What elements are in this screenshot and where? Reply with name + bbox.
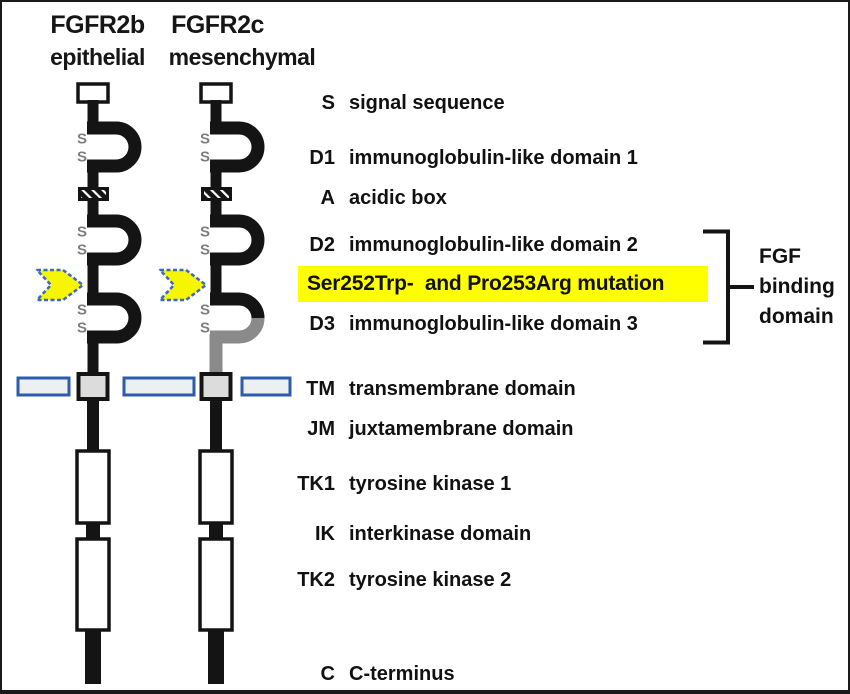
legend-abbr: JM [307,418,335,440]
legend-desc: immunoglobulin-like domain 2 [349,234,638,256]
d2-loop [210,214,265,266]
stem-segment [87,262,99,295]
stem-segment [210,170,222,189]
receptor-fgfr2c: S S S S [198,82,265,684]
legend-desc: tyrosine kinase 2 [349,569,512,591]
d3-loop [87,292,142,344]
column-title-fgfr2b: FGFR2b [50,11,145,39]
legend-desc: acidic box [349,187,447,209]
stem-segment [87,100,99,124]
d3-loop [210,292,265,344]
signal-sequence-box [76,82,110,104]
legend-desc: juxtamembrane domain [349,418,574,440]
stem-segment [87,334,99,378]
tk1-box [198,449,234,525]
fgf-binding-domain-label: FGF binding domain [759,242,835,332]
fgf-binding-bracket [703,229,754,345]
legend-abbr: A [320,187,335,209]
disulfide-label: S [77,320,87,337]
legend-desc: C-terminus [349,663,455,685]
membrane-segment [240,376,292,397]
legend-desc: immunoglobulin-like domain 3 [349,313,638,335]
legend-abbr: S [321,92,335,114]
tk2-box [75,537,111,632]
legend-desc: tyrosine kinase 1 [349,473,512,495]
c-terminus-tail [85,629,101,684]
legend-abbr: TM [306,378,335,400]
d1-loop [87,121,142,173]
stem-segment [210,100,222,124]
column-subtitle-epithelial: epithelial [50,44,145,70]
legend-abbr: C [320,663,335,685]
signal-sequence-box [199,82,233,104]
stem-segment [87,170,99,189]
stem-segment [210,199,222,216]
legend-abbr: D2 [309,234,335,256]
column-title-fgfr2c: FGFR2c [171,11,264,39]
legend-abbr: D1 [309,147,335,169]
fgf-label-line: binding [759,275,835,298]
disulfide-label: S [77,149,87,166]
legend-desc: transmembrane domain [349,378,576,400]
legend-desc: signal sequence [349,92,505,114]
disulfide-label: S [200,224,210,241]
legend-abbr: IK [315,523,335,545]
d1-loop [210,121,265,173]
receptor-fgfr2b: S S S S S [75,82,142,684]
jm-segment [210,399,222,452]
disulfide-label: S [77,131,87,148]
splice-arrow-icon [35,268,85,302]
legend-desc: immunoglobulin-like domain 1 [349,147,638,169]
membrane-segment [122,376,196,397]
stem-segment [210,262,222,295]
column-subtitle-mesenchymal: mesenchymal [168,44,316,70]
splice-arrow-icon [158,268,208,302]
legend-abbr: TK1 [297,473,335,495]
disulfide-label: S [200,320,210,337]
fgf-label-line: domain [759,305,834,328]
legend-abbr: TK2 [297,569,335,591]
jm-segment [87,399,99,452]
stem-segment [87,199,99,216]
tm-box [199,372,233,401]
disulfide-label: S [200,302,210,319]
disulfide-label: S [200,131,210,148]
d2-loop [87,214,142,266]
mutation-highlight: Ser252Trp- and Pro253Arg mutation [298,266,708,302]
c-terminus-tail [208,629,224,684]
interkinase-segment [209,522,223,540]
tk2-box [198,537,234,632]
interkinase-segment [86,522,100,540]
legend-abbr: D3 [309,313,335,335]
acidic-box [201,187,232,201]
disulfide-label: S [77,224,87,241]
membrane-segment [16,376,71,397]
d3-iiic-gray-arc [238,317,265,344]
disulfide-label: S [200,242,210,259]
disulfide-label: S [77,242,87,259]
tk1-box [75,449,111,525]
fgf-label-line: FGF [759,245,801,268]
legend-desc: interkinase domain [349,523,532,545]
disulfide-label: S [200,149,210,166]
disulfide-label: S [77,302,87,319]
iiic-stem-gray [209,334,223,378]
acidic-box [78,187,109,201]
tm-box [76,372,110,401]
